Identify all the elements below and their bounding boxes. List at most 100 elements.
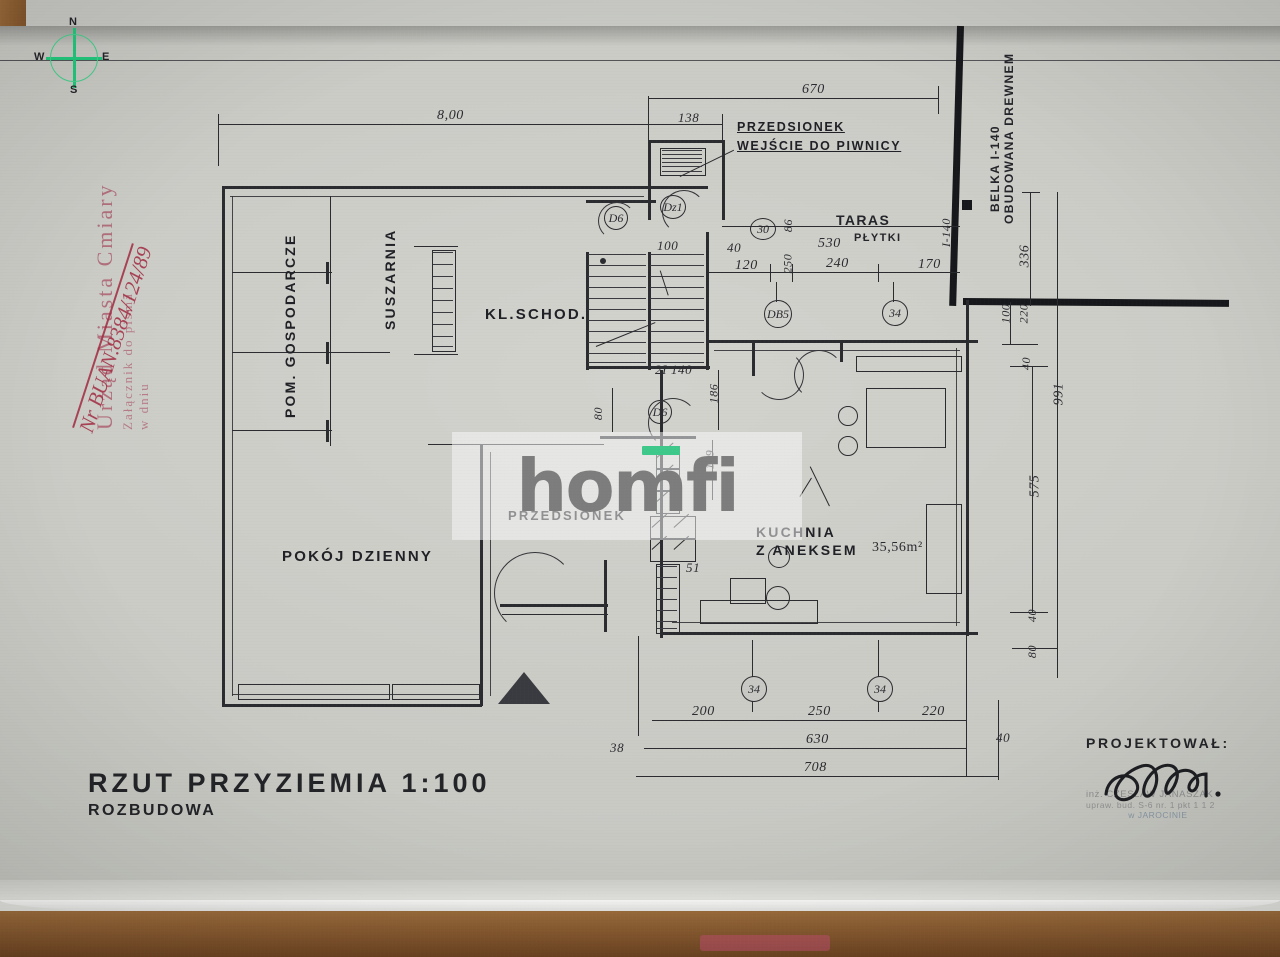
dim-line-708 xyxy=(636,776,998,778)
dimension-line-800 xyxy=(218,124,648,126)
wall-corridor-left xyxy=(586,200,656,203)
dim-tick xyxy=(722,114,724,154)
wall-north-left-inner xyxy=(230,196,644,198)
wall-kitchen-south xyxy=(660,632,978,635)
dim-tick-h xyxy=(1002,344,1038,346)
window-living-2 xyxy=(392,684,480,700)
dimension-575: 575 xyxy=(1027,474,1043,498)
counter-north xyxy=(856,356,962,372)
watermark-text: homfi xyxy=(516,444,740,528)
sink-circle-2 xyxy=(838,436,858,456)
dim-line-186 xyxy=(718,370,720,430)
dim-tick-h xyxy=(1012,648,1058,650)
dimension-40: 40 xyxy=(727,240,742,255)
chimney-symbol xyxy=(498,672,550,704)
basement-wall-top xyxy=(648,140,724,143)
dimension-86: 86 xyxy=(781,218,796,233)
drawing-subtitle: ROZBUDOWA xyxy=(88,802,217,819)
room-label-z-aneksem: Z ANEKSEM xyxy=(756,542,858,558)
dimension-100-right: 100 xyxy=(998,303,1013,324)
door-jamb xyxy=(326,342,329,364)
paper-top-shadow xyxy=(0,26,1280,46)
wall-kitchen-east-inner xyxy=(956,348,958,626)
dim-line-575 xyxy=(1032,366,1034,612)
dimension-38: 38 xyxy=(610,740,625,755)
door-swing-d6-mid xyxy=(648,398,698,448)
marker-30: 30 xyxy=(750,218,776,240)
wall-south-left-inner xyxy=(232,694,480,696)
dim-tick xyxy=(792,264,794,282)
stair-start-point xyxy=(600,258,606,264)
label-kuchnia-area: 35,56m² xyxy=(872,540,923,555)
wall-living-east-inner xyxy=(490,452,492,696)
stairs-flight-left xyxy=(588,254,646,364)
dim-tick-h xyxy=(934,748,966,750)
door-jamb-kitchen-right xyxy=(840,340,843,362)
partition-utility-3 xyxy=(232,430,332,432)
dimension-250-bottom: 250 xyxy=(808,704,831,719)
dim-line-336 xyxy=(1030,192,1032,306)
dim-tick xyxy=(878,264,880,282)
room-label-pom-gospodarcze: POM. GOSPODARCZE xyxy=(282,233,298,418)
wall-west xyxy=(222,186,225,706)
dim-line-80 xyxy=(612,388,614,432)
stair-wall-right xyxy=(706,232,709,370)
room-label-pokoj-dzienny: POKÓJ DZIENNY xyxy=(282,548,434,565)
marker-stem xyxy=(776,282,778,302)
marker-34-bottom-left: 34 xyxy=(741,676,767,702)
dimension-530: 530 xyxy=(818,236,841,251)
marker-34-bottom-right: 34 xyxy=(867,676,893,702)
dim-tick xyxy=(218,114,220,166)
dimension-708: 708 xyxy=(804,760,827,775)
counter-east xyxy=(926,504,962,594)
dimension-80-right: 80 xyxy=(1025,644,1040,659)
dimension-670: 670 xyxy=(802,82,825,97)
door-jamb xyxy=(326,262,329,284)
designer-signature xyxy=(1104,763,1221,802)
dimension-200: 200 xyxy=(692,704,715,719)
dryer-rack xyxy=(432,250,456,352)
stair-wall-left xyxy=(586,252,589,370)
wall-living-threshold-inner xyxy=(502,614,608,616)
designer-stamp-city: w JAROCINIE xyxy=(1128,810,1188,820)
desk-edge-bottom xyxy=(0,911,1280,957)
dryer-rack-slats xyxy=(433,252,453,348)
partition-utility-1 xyxy=(232,272,332,274)
beam-spec-2i140: 2I 140 xyxy=(655,362,693,377)
kitchen-island xyxy=(866,388,946,448)
wall-west-inner xyxy=(232,196,234,696)
compass-south-label: S xyxy=(70,84,78,96)
dimension-138: 138 xyxy=(678,110,700,125)
dimension-line-138 xyxy=(648,124,722,126)
dim-line-100 xyxy=(1010,302,1012,344)
stair-wall-bottom xyxy=(586,366,710,369)
compass-west-label: W xyxy=(34,51,45,63)
dim-tick-h xyxy=(1010,366,1048,368)
stairs-flight-right xyxy=(650,254,704,364)
compass-ring xyxy=(50,34,98,82)
terrace-dim-line-530 xyxy=(722,226,960,228)
dimension-100: 100 xyxy=(657,238,679,253)
dimension-40-bottom: 40 xyxy=(996,730,1011,745)
dim-tick xyxy=(1022,192,1040,194)
room-label-taras: TARAS xyxy=(836,212,891,228)
dim-tick-h xyxy=(1010,612,1048,614)
wall-kitchen-south-inner xyxy=(672,622,960,624)
partition-utility-2 xyxy=(232,352,332,354)
dimension-240: 240 xyxy=(826,256,849,271)
wall-kitchen-east xyxy=(966,300,969,636)
dim-tick xyxy=(648,96,650,176)
door-jamb xyxy=(326,420,329,442)
door-jamb-kitchen-left xyxy=(752,340,755,376)
basement-wall-right xyxy=(722,140,725,220)
dim-line-bottom-chain xyxy=(652,720,966,722)
watermark-accent-bar xyxy=(642,446,681,455)
watermark-text-wrap: homfi xyxy=(516,446,740,522)
dimension-630: 630 xyxy=(806,732,829,747)
fixture-pair-2 xyxy=(650,538,696,562)
dim-extension-left xyxy=(638,636,640,736)
basement-wall-left xyxy=(648,140,651,220)
wall-top-corridor xyxy=(652,186,708,189)
door-swing-kitchen-right xyxy=(794,350,844,400)
table-circle-2 xyxy=(766,586,790,610)
